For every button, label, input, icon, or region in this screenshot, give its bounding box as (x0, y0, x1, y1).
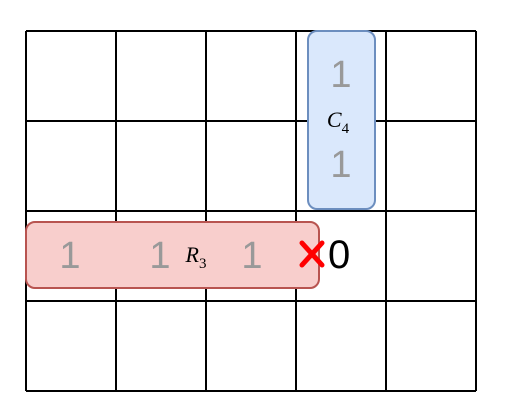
row-group-box (25, 221, 320, 289)
excluded-cell: 0 (299, 233, 350, 277)
column-group-label: C4 (327, 107, 350, 137)
row-group: 1 1 R3 1 (25, 221, 320, 289)
row-label-main: R (185, 242, 200, 267)
column-value-1: 1 (330, 54, 351, 96)
column-group-box (307, 30, 376, 210)
excluded-cell-value: 0 (328, 233, 350, 277)
row-value-1: 1 (59, 235, 80, 277)
row-value-3: 1 (241, 235, 262, 277)
column-label-main: C (327, 107, 342, 132)
column-group: 1 C4 1 (307, 30, 376, 210)
column-value-2: 1 (330, 144, 351, 186)
grid (25, 30, 477, 392)
column-label-sub: 4 (342, 121, 350, 137)
row-value-2: 1 (149, 235, 170, 277)
row-label-sub: 3 (199, 256, 207, 272)
row-group-label: R3 (185, 242, 207, 272)
cross-mark-icon (299, 240, 325, 268)
